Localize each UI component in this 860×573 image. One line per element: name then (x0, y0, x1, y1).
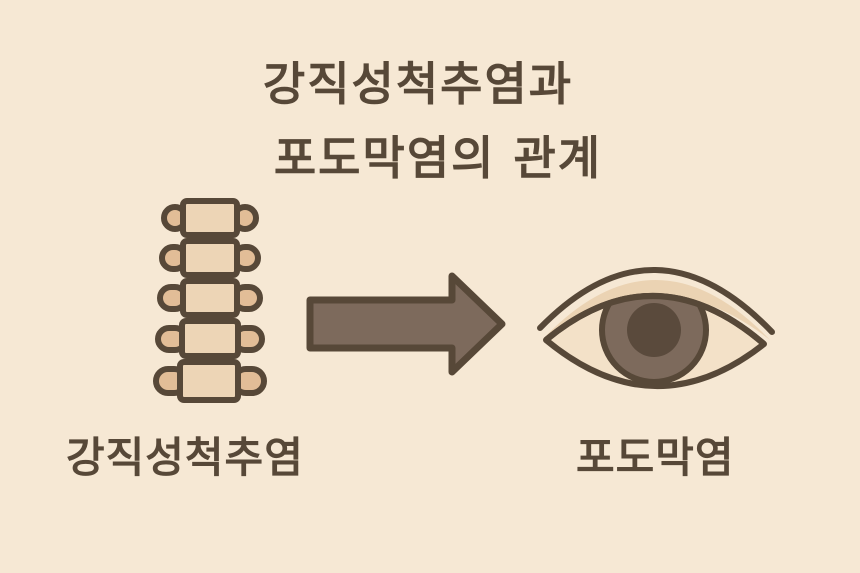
spine-icon (153, 198, 267, 403)
title-line-2: 포도막염의 관계 (273, 131, 603, 185)
ankylosing-spondylitis-label: 강직성척추염 (66, 433, 304, 482)
eye-icon (537, 267, 775, 389)
arrow-right-icon (306, 272, 506, 376)
uveitis-label: 포도막염 (576, 433, 735, 482)
title-line-1: 강직성척추염과 (262, 57, 574, 111)
